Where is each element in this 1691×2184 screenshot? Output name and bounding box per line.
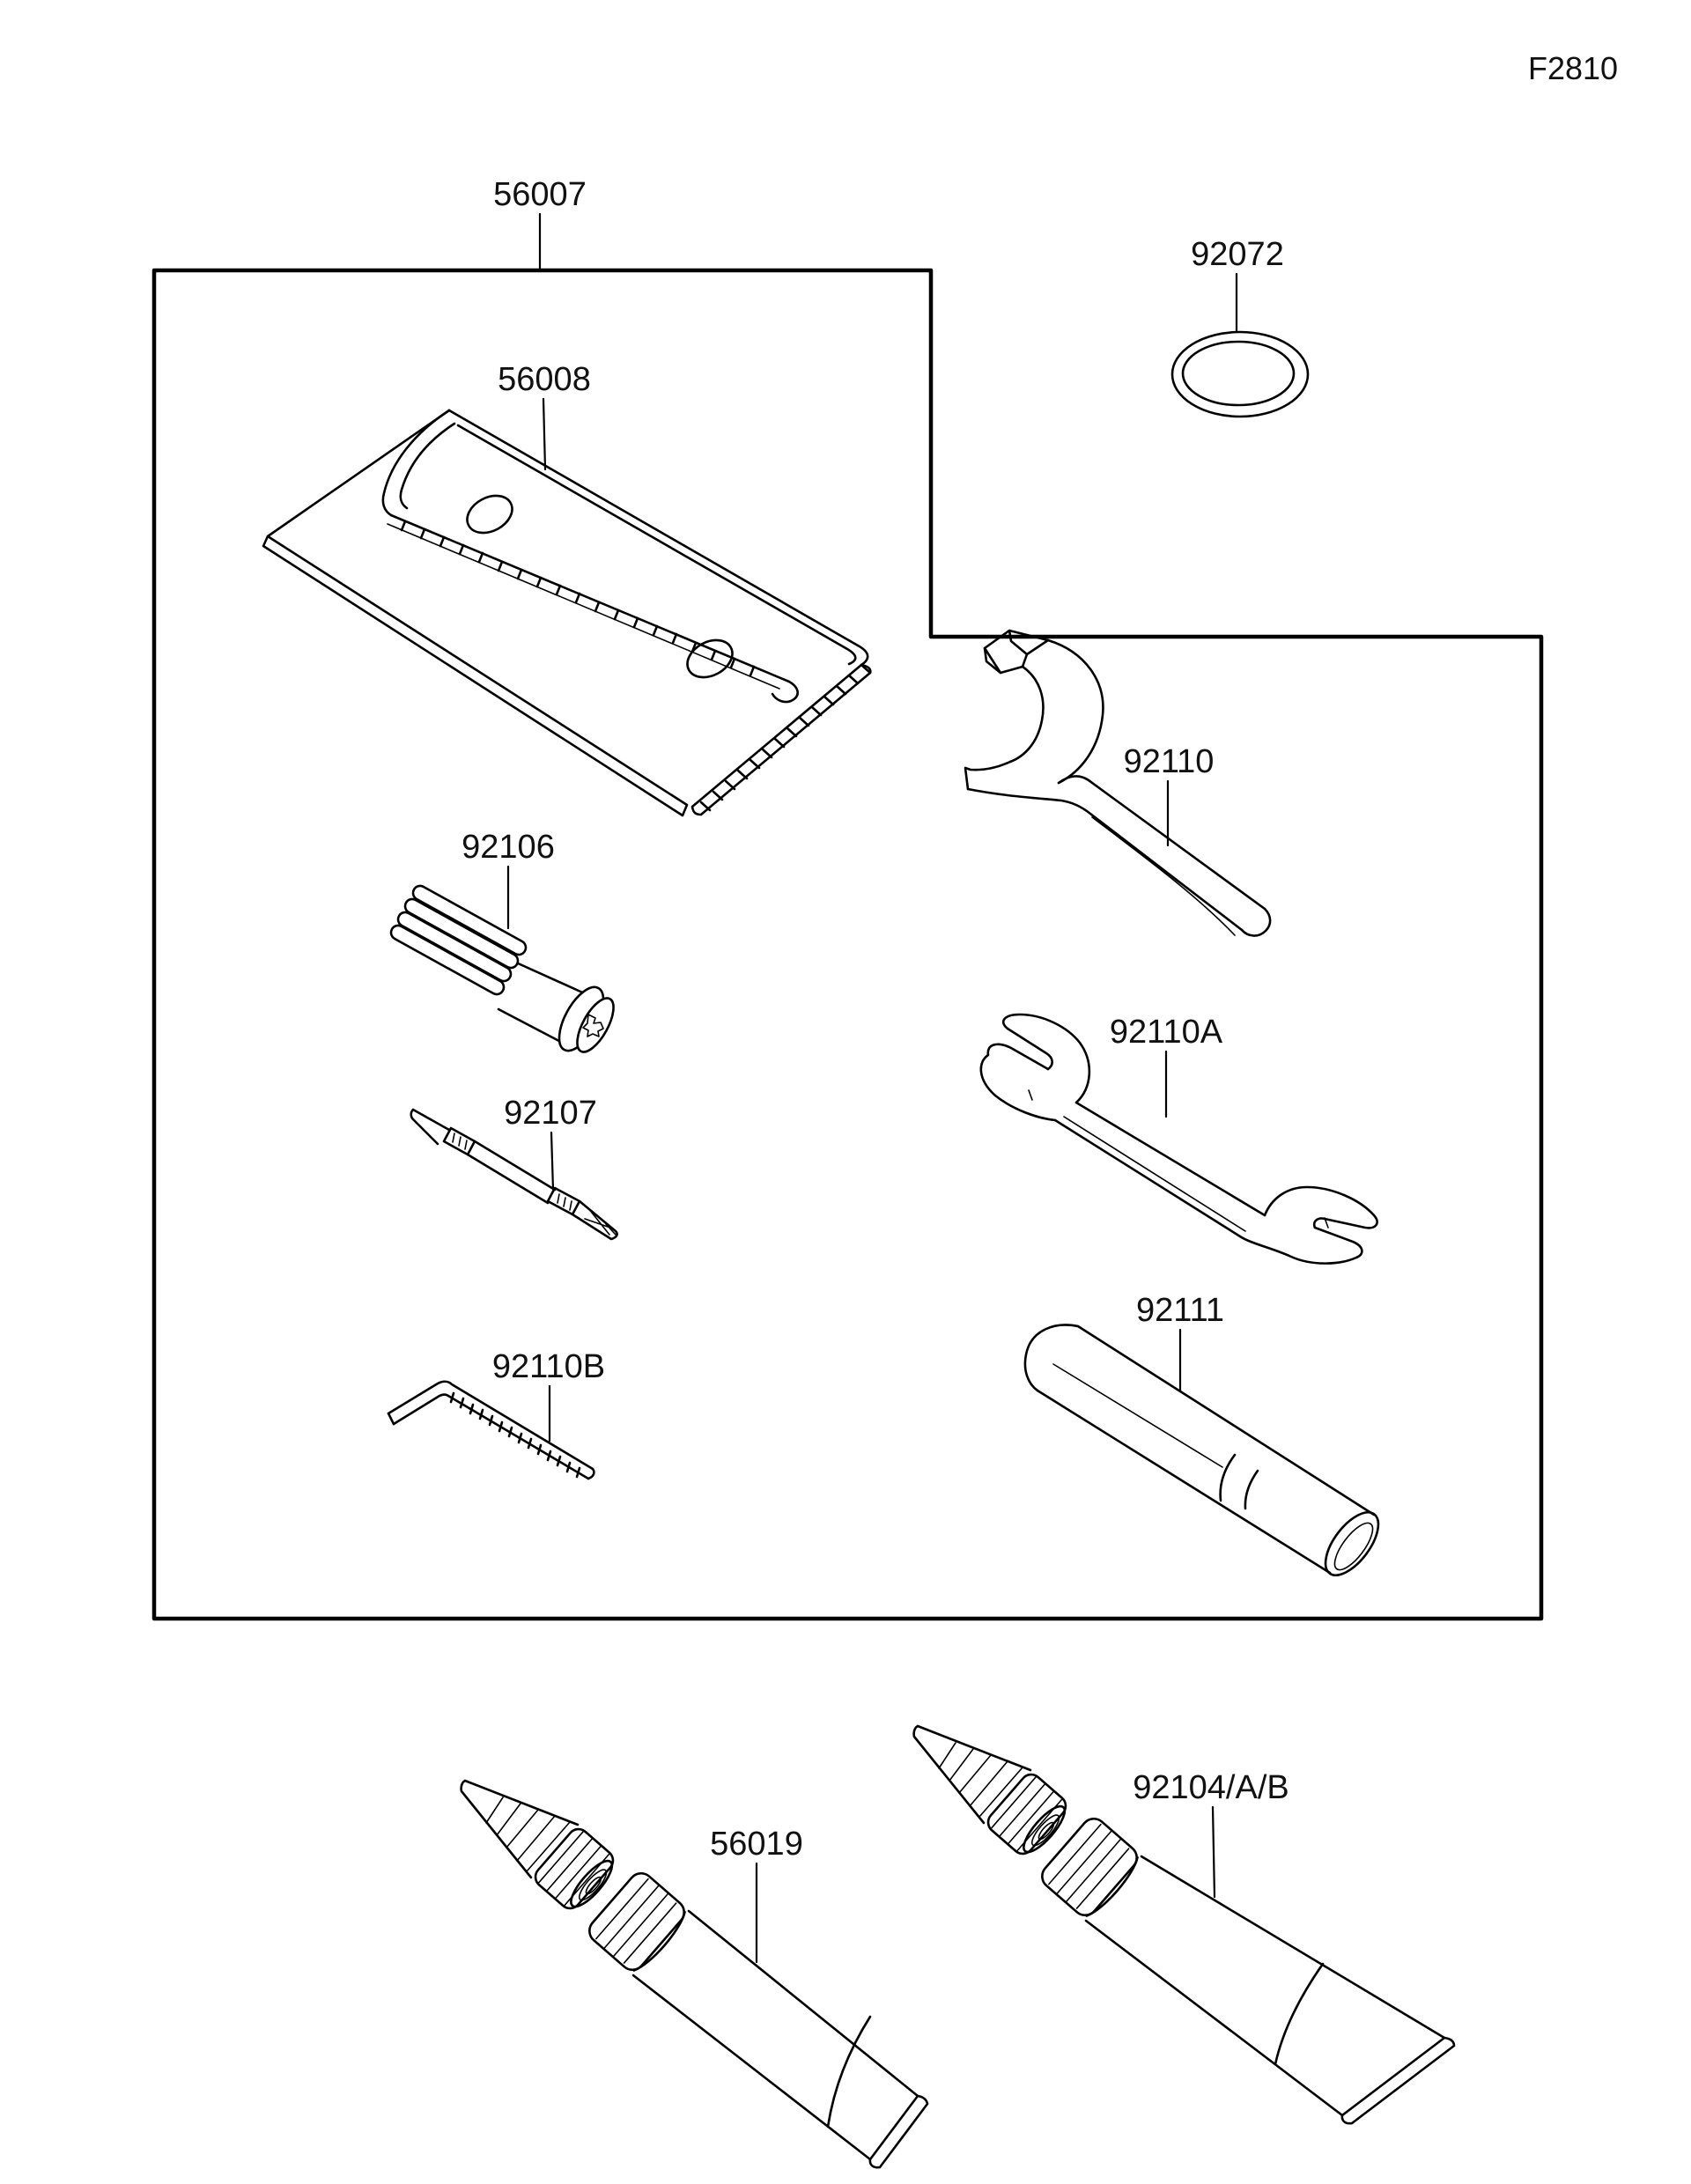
bag-snap-button-2 xyxy=(686,638,734,679)
handle-inner-line xyxy=(1052,1363,1223,1468)
bag-opening-hatch xyxy=(699,663,872,812)
grip-rib-2 xyxy=(403,897,520,970)
bag-flap-left-curve xyxy=(381,409,451,517)
tube1-body-edges xyxy=(631,1909,919,2161)
part-drawing-hex-key xyxy=(387,1380,595,1480)
part-label-92110A[interactable]: 92110A xyxy=(1110,1014,1223,1051)
grip-rib-1 xyxy=(411,884,528,956)
hexkey-hatch xyxy=(449,1391,581,1479)
tube1-body-seam xyxy=(826,2015,872,2129)
handle-open-end-inner xyxy=(1333,1522,1374,1571)
part-label-92107[interactable]: 92107 xyxy=(504,1095,597,1132)
part-label-92104AB[interactable]: 92104/A/B xyxy=(1133,1769,1289,1806)
bag-corner-round xyxy=(856,644,869,667)
part-drawing-band xyxy=(1170,330,1310,418)
spanner-hook-outer xyxy=(1046,638,1104,785)
tube2-body-edges xyxy=(1084,1855,1446,2117)
part-drawing-socket-grip xyxy=(389,884,615,1053)
driver-phillips-flutes xyxy=(584,1207,617,1236)
wrench-right-head-lower xyxy=(1238,1226,1363,1265)
handle-open-end-rim xyxy=(1324,1511,1380,1576)
tube2-body-seam xyxy=(1274,1962,1325,2066)
handle-cap-end xyxy=(1023,1324,1080,1392)
bag-flap-inner-top-line xyxy=(456,424,857,666)
driver-hex-boss-2 xyxy=(546,1186,581,1216)
bag-flap-seam-inner xyxy=(387,523,780,690)
part-label-92111[interactable]: 92111 xyxy=(1136,1292,1224,1329)
part-label-92106[interactable]: 92106 xyxy=(462,829,555,866)
leader-line-92107 xyxy=(550,1131,555,1192)
tube1-cap xyxy=(588,1871,686,1972)
bag-bottom-edge xyxy=(262,535,689,817)
socket-hex-cutout xyxy=(582,1014,604,1037)
tube1-nozzle-collar xyxy=(534,1827,615,1910)
driver-shaft xyxy=(466,1140,557,1205)
wrench-shank-bottom xyxy=(1053,1118,1242,1238)
tube2-nozzle-collar xyxy=(986,1773,1067,1856)
tube2-cap xyxy=(1041,1817,1139,1917)
tube2-nozzle-cone xyxy=(912,1724,1032,1825)
handle-sleeve-lines xyxy=(1219,1453,1259,1510)
band-inner xyxy=(1181,340,1296,407)
wrench-left-head-lower xyxy=(979,1043,1057,1122)
bag-left-edge xyxy=(266,409,451,538)
hexkey-end-faces xyxy=(387,1412,595,1480)
tube1-nozzle-rings xyxy=(485,1797,571,1872)
figure-code: F2810 xyxy=(1528,50,1618,86)
part-label-92072[interactable]: 92072 xyxy=(1191,236,1284,273)
part-drawing-tool-bag xyxy=(262,409,872,817)
wrench-right-head-upper xyxy=(1263,1185,1378,1229)
wrench-center-marks xyxy=(1028,1089,1329,1228)
part-label-56008[interactable]: 56008 xyxy=(498,361,591,398)
part-drawing-grip-handle xyxy=(1023,1324,1380,1576)
spanner-handle-bottom xyxy=(966,787,1244,932)
tube2-crimp-bar xyxy=(1340,2036,1456,2125)
part-drawing-hook-spanner xyxy=(964,629,1272,937)
bag-snap-button-1 xyxy=(466,494,513,535)
bag-opening-edge xyxy=(690,663,872,816)
driver-phillips-cone xyxy=(571,1199,618,1241)
driver-flat-blade xyxy=(410,1108,451,1146)
hexkey-outer-edge xyxy=(387,1380,594,1471)
wrench-shank-inner xyxy=(1063,1116,1246,1232)
band-outer xyxy=(1170,330,1310,418)
part-label-56019[interactable]: 56019 xyxy=(710,1826,803,1863)
callouts: 56007 56008 92072 92110 92106 92110A 921… xyxy=(462,176,1289,1964)
tube2-nozzle-rings xyxy=(938,1742,1023,1818)
spanner-handle-tip xyxy=(1240,907,1272,937)
wrench-shank-top xyxy=(1074,1101,1266,1217)
part-label-92110[interactable]: 92110 xyxy=(1124,743,1215,780)
leader-line-56008 xyxy=(542,397,547,471)
handle-body-edges xyxy=(1036,1324,1376,1575)
part-drawing-screwdriver xyxy=(410,1108,618,1241)
part-label-56007[interactable]: 56007 xyxy=(493,176,587,213)
hexkey-inner-edge xyxy=(392,1393,590,1480)
bag-top-edge xyxy=(447,409,860,647)
part-drawing-sealant-tube xyxy=(912,1724,1456,2125)
tube1-crimp-bar xyxy=(868,2094,929,2169)
bag-flap-inner-left-curve xyxy=(399,422,456,510)
spanner-left-arm xyxy=(964,760,1012,791)
driver-boss2-ticks xyxy=(557,1193,572,1211)
part-label-92110B[interactable]: 92110B xyxy=(492,1348,605,1385)
wrench-left-head-upper xyxy=(1001,1013,1091,1104)
spanner-hook-inner xyxy=(1008,665,1045,764)
part-drawing-grease-tube xyxy=(460,1779,929,2169)
spanner-handle-thickness xyxy=(1091,816,1236,936)
tube1-nozzle-cone xyxy=(460,1779,580,1879)
socket-end-face xyxy=(576,997,615,1053)
leader-line-92104AB xyxy=(1211,1805,1216,1899)
driver-boss1-ticks xyxy=(452,1133,468,1150)
spanner-jaw-block-edges xyxy=(983,629,1029,675)
part-drawing-open-end-wrench xyxy=(979,1013,1378,1265)
tool-kit-boundary-box xyxy=(151,268,1544,1621)
bag-seam-hatch xyxy=(400,520,756,677)
bag-flap-seam xyxy=(389,513,799,704)
spanner-handle-top xyxy=(1057,775,1266,911)
